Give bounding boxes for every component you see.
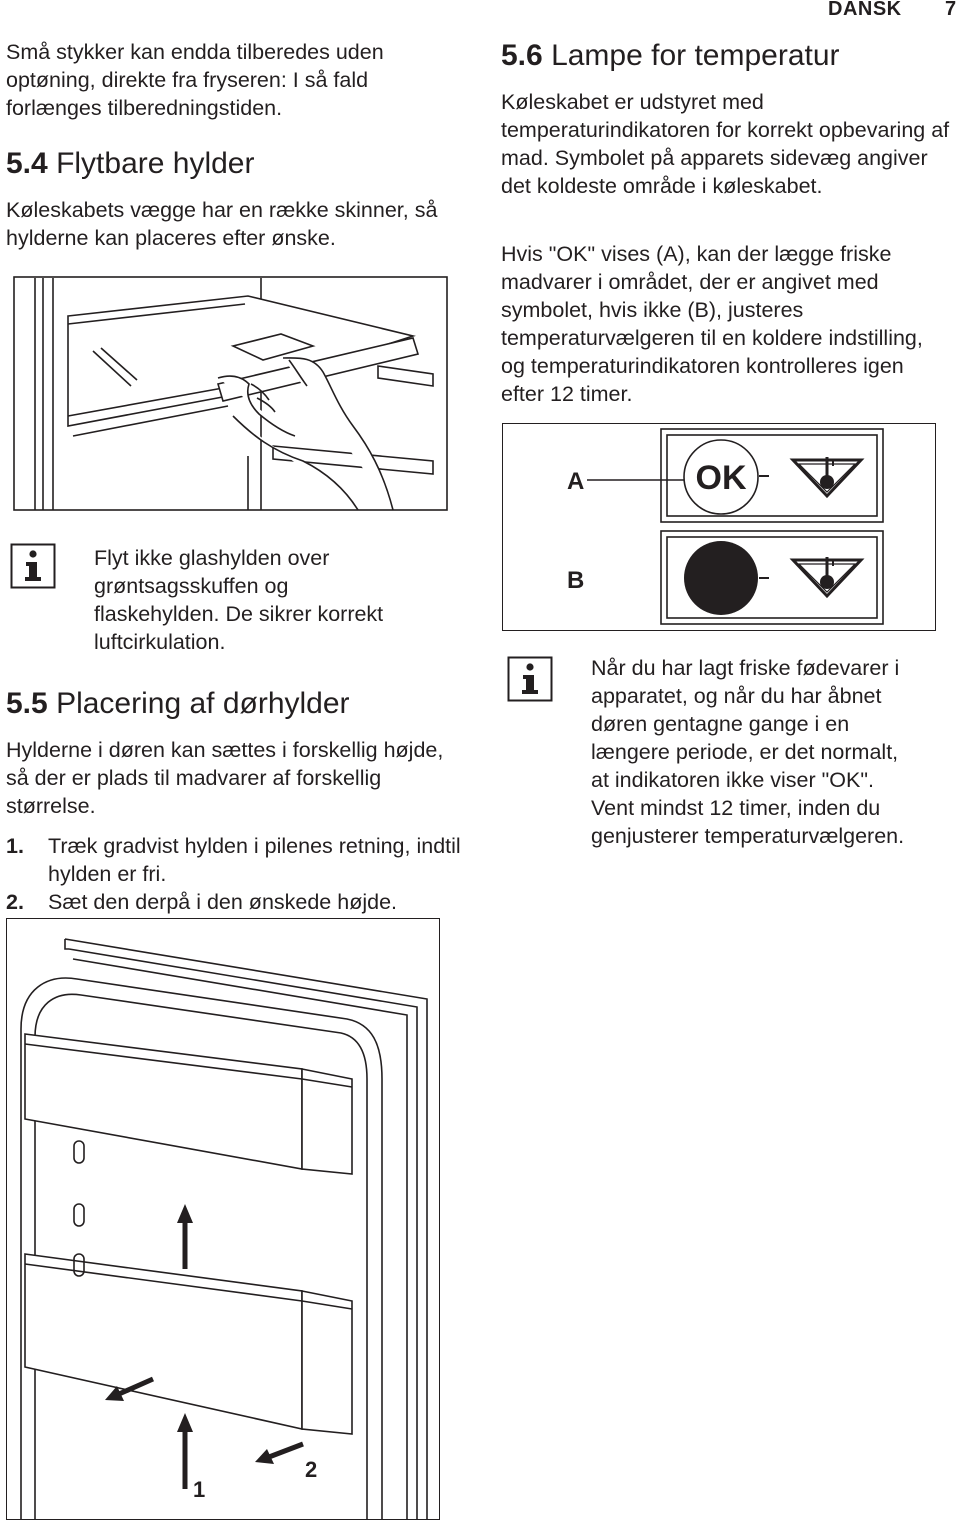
step-text: Sæt den derpå i den ønskede højde. <box>48 890 397 914</box>
label-a: A <box>567 468 584 495</box>
shelf-illustration-svg <box>13 276 448 511</box>
door-shelf-illustration-svg: 1 2 <box>20 938 428 1519</box>
arrow-label-2: 2 <box>305 1457 317 1482</box>
shelf-illustration <box>13 276 448 511</box>
cold-zone-symbol-icon <box>789 557 865 599</box>
indicator-svg: A OK B <box>567 428 884 625</box>
section-5-6-body-1: Køleskabet er udstyret med temperaturind… <box>501 90 950 198</box>
section-5-6-body-2: Hvis "OK" vises (A), kan der lægge frisk… <box>501 242 923 406</box>
door-shelf-illustration: 1 2 <box>6 918 440 1520</box>
step-2: 2. Sæt den derpå i den ønskede højde. <box>6 888 466 916</box>
section-number: 5.5 <box>6 687 48 720</box>
section-title: Placering af dørhylder <box>56 687 350 720</box>
cold-zone-symbol-icon <box>789 457 865 499</box>
step-number: 1. <box>6 834 24 858</box>
info-note-left: Flyt ikke glashylden over grøntsagsskuff… <box>94 546 384 654</box>
steps-list: 1. Træk gradvist hylden i pilenes retnin… <box>6 832 466 916</box>
section-number: 5.6 <box>501 39 543 72</box>
info-icon <box>10 543 56 589</box>
page-number: 7 <box>945 0 957 20</box>
section-5-4-body: Køleskabets vægge har en række skinner, … <box>6 198 438 250</box>
info-note-right: Når du har lagt friske fødevarer i appar… <box>591 656 905 848</box>
info-icon <box>507 656 553 702</box>
intro-text: Små stykker kan endda tilberedes uden op… <box>6 40 384 120</box>
section-5-4-heading: 5.4 Flytbare hylder <box>6 146 456 182</box>
step-1: 1. Træk gradvist hylden i pilenes retnin… <box>6 832 466 888</box>
temperature-indicator-illustration: A OK B <box>502 423 936 631</box>
section-5-6-heading: 5.6 Lampe for temperatur <box>501 38 951 74</box>
section-number: 5.4 <box>6 147 48 180</box>
arrow-label-1: 1 <box>193 1477 205 1502</box>
ok-text: OK <box>696 459 747 497</box>
step-number: 2. <box>6 890 24 914</box>
step-text: Træk gradvist hylden i pilenes retning, … <box>48 834 461 886</box>
section-title: Flytbare hylder <box>56 147 255 180</box>
header-language: DANSK <box>828 0 902 20</box>
section-5-5-heading: 5.5 Placering af dørhylder <box>6 686 456 722</box>
section-5-5-body: Hylderne i døren kan sættes i forskellig… <box>6 738 444 818</box>
label-b: B <box>567 567 584 594</box>
section-title: Lampe for temperatur <box>551 39 840 72</box>
